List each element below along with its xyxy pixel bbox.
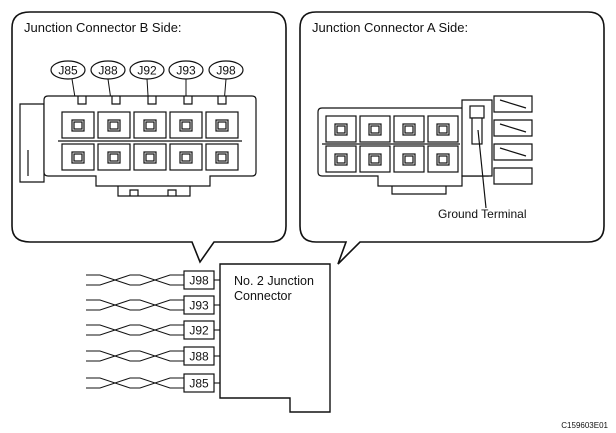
pin-label-j98: J98 — [189, 274, 209, 288]
pin-label-j85: J85 — [189, 377, 209, 391]
panel-b-title: Junction Connector B Side: — [24, 20, 182, 35]
connector-schematic: No. 2 Junction Connector J98 J93 J92 J88… — [86, 263, 331, 413]
junction-connector-outline — [219, 263, 331, 413]
connector-b-face — [19, 95, 257, 197]
connector-name-line1: No. 2 Junction — [234, 274, 314, 288]
pin-label-j88: J88 — [189, 350, 209, 364]
pin-label-j93: J93 — [189, 299, 209, 313]
ground-terminal-label: Ground Terminal — [438, 207, 527, 221]
callout-label-j92: J92 — [137, 64, 157, 78]
figure-code: C159603E01 — [561, 421, 608, 430]
pin-callouts: J85 J88 J92 J93 J98 — [50, 60, 244, 129]
connector-a-face — [317, 95, 533, 209]
pin-label-j92: J92 — [189, 324, 209, 338]
callout-label-j93: J93 — [176, 64, 196, 78]
panel-a-title: Junction Connector A Side: — [312, 20, 468, 35]
callout-label-j85: J85 — [58, 64, 78, 78]
callout-label-j88: J88 — [98, 64, 118, 78]
callout-oval-j85 — [50, 60, 86, 80]
wire-harness — [86, 274, 184, 389]
callout-label-j98: J98 — [216, 64, 236, 78]
connector-name-line2: Connector — [234, 289, 292, 303]
